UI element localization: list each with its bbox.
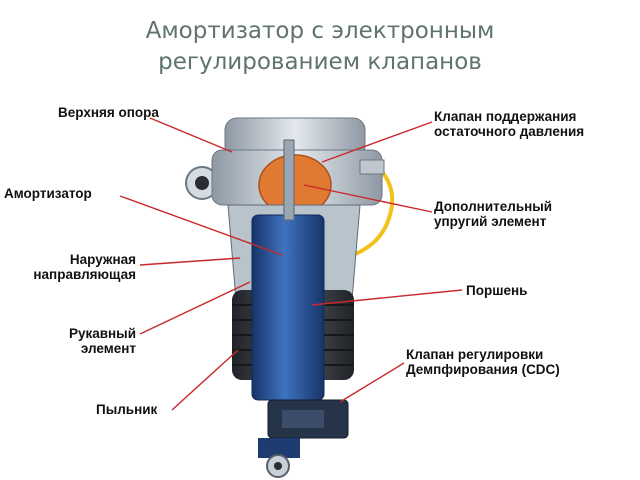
title-line-2: регулированием клапанов [158, 49, 482, 75]
label-outer-guide-line-2: направляющая [33, 267, 136, 282]
leader-lines [119, 117, 463, 411]
label-sleeve: Рукавный элемент [40, 326, 136, 356]
label-top-mount: Верхняя опора [58, 105, 159, 120]
title-line-1: Амортизатор с электронным [145, 18, 495, 44]
page-title: Амортизатор с электронным регулированием… [60, 16, 580, 78]
label-residual-valve: Клапан поддержания остаточного давления [434, 109, 584, 139]
label-cdc-valve-line-2: Демпфирования (CDC) [406, 362, 560, 377]
label-piston: Поршень [466, 283, 528, 298]
label-residual-valve-line-1: Клапан поддержания [434, 109, 577, 124]
piston-rod [283, 139, 295, 221]
label-cdc-valve-line-1: Клапан регулировки [406, 347, 544, 362]
label-extra-spring-line-1: Дополнительный [434, 199, 553, 214]
label-residual-valve-line-2: остаточного давления [434, 124, 585, 139]
shock-absorber-body [251, 214, 325, 401]
label-shock-absorber: Амортизатор [4, 186, 92, 201]
cdc-valve [267, 399, 349, 439]
label-boot: Пыльник [96, 402, 158, 417]
label-extra-spring-line-2: упругий элемент [434, 214, 547, 229]
label-cdc-valve: Клапан регулировки Демпфирования (CDC) [406, 347, 560, 377]
label-sleeve-line-1: Рукавный [68, 326, 136, 341]
label-outer-guide-line-1: Наружная [69, 252, 136, 267]
label-sleeve-line-2: элемент [80, 341, 136, 356]
lower-mount-eye [258, 438, 300, 478]
label-outer-guide: Наружная направляющая [2, 252, 136, 282]
label-extra-spring: Дополнительный упругий элемент [434, 199, 552, 229]
